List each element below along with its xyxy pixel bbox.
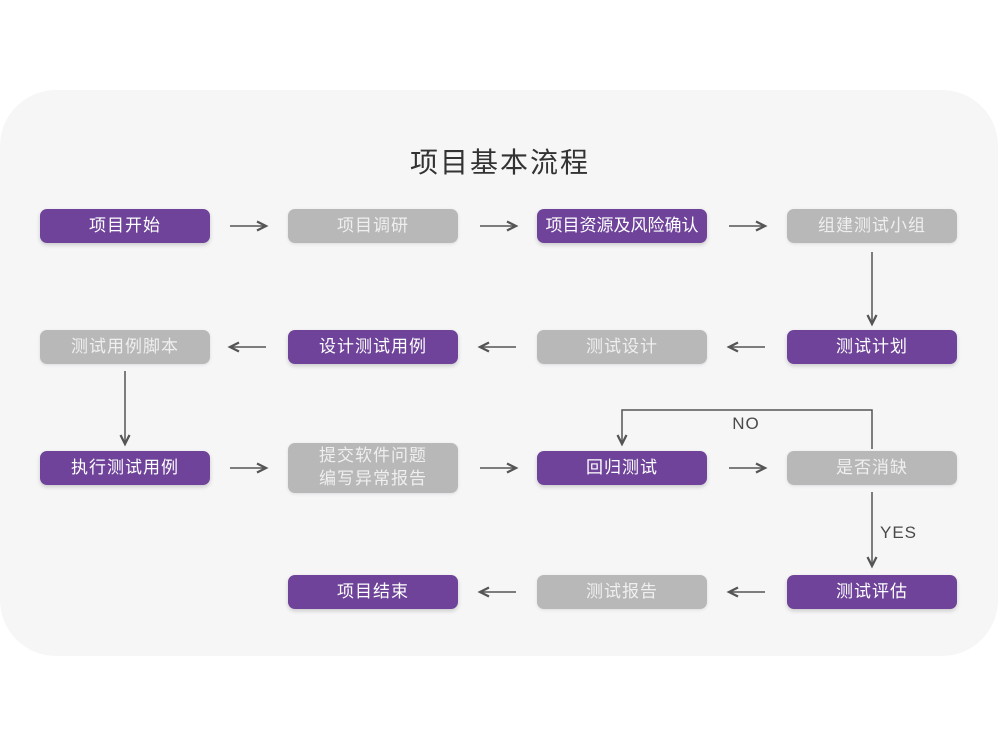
branch-label-no: NO [732,414,760,433]
node-execute-test-cases: 执行测试用例 [40,451,210,485]
node-defect-check: 是否消缺 [787,451,957,485]
node-design-test-cases: 设计测试用例 [288,330,458,364]
node-project-start: 项目开始 [40,209,210,243]
flowchart-card [0,90,998,656]
branch-label-yes: YES [880,523,918,542]
node-test-plan: 测试计划 [787,330,957,364]
node-test-report: 测试报告 [537,575,707,609]
node-resources-risk: 项目资源及风险确认 [537,209,707,243]
node-build-test-team: 组建测试小组 [787,209,957,243]
submit-issue-line2: 编写异常报告 [319,469,427,488]
node-submit-issue-report: 提交软件问题 编写异常报告 [288,443,458,493]
page-title: 项目基本流程 [409,147,590,178]
node-regression-test: 回归测试 [537,451,707,485]
node-test-design: 测试设计 [537,330,707,364]
node-test-case-script: 测试用例脚本 [40,330,210,364]
node-project-end: 项目结束 [288,575,458,609]
submit-issue-line1: 提交软件问题 [319,446,427,466]
node-test-evaluation: 测试评估 [787,575,957,609]
node-project-research: 项目调研 [288,209,458,243]
